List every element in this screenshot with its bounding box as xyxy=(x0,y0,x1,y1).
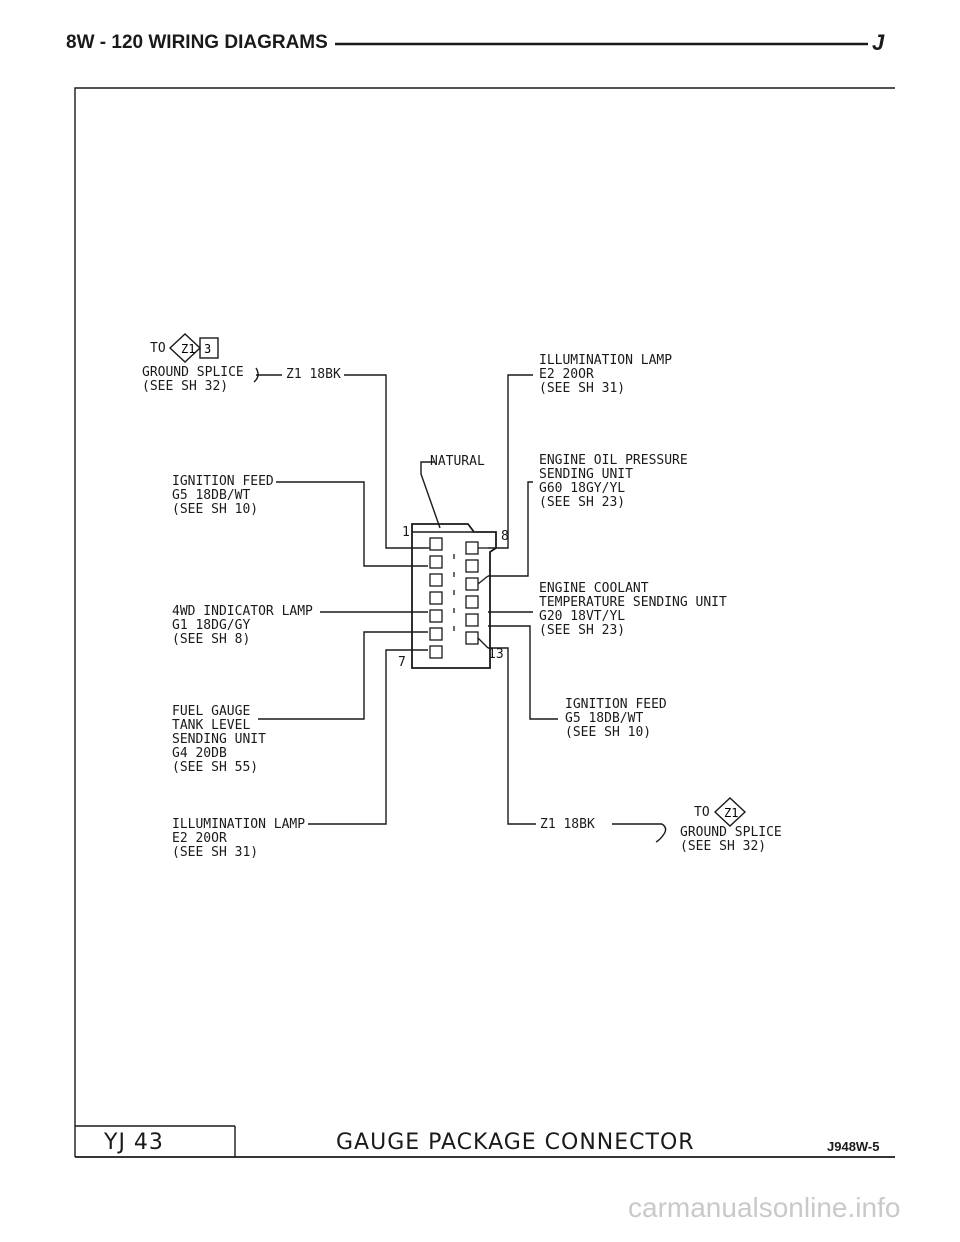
page-header-letter: J xyxy=(872,30,885,55)
oil-pressure-callout: ENGINE OIL PRESSURE SENDING UNIT G60 18G… xyxy=(539,453,688,510)
illumination-top-callout: ILLUMINATION LAMP E2 20OR (SEE SH 31) xyxy=(539,353,673,396)
ground-top-to: TO xyxy=(150,341,166,356)
ground-bottom-wire: Z1 18BK xyxy=(540,817,595,832)
footer-title: GAUGE PACKAGE CONNECTOR xyxy=(336,1130,695,1155)
ground-top-diamond-id: Z1 xyxy=(181,342,195,356)
watermark: carmanualsonline.info xyxy=(628,1192,901,1223)
illumination-bottom-callout: ILLUMINATION LAMP E2 20OR (SEE SH 31) xyxy=(172,817,306,860)
figure-code: J948W-5 xyxy=(827,1139,880,1154)
fourwd-callout: 4WD INDICATOR LAMP G1 18DG/GY (SEE SH 8) xyxy=(172,604,313,647)
ground-bottom-diamond-id: Z1 xyxy=(724,806,738,820)
fuel-gauge-callout: FUEL GAUGE TANK LEVEL SENDING UNIT G4 20… xyxy=(172,704,266,775)
page-header: 8W - 120 WIRING DIAGRAMS xyxy=(66,32,328,53)
connector-pin-8: 8 xyxy=(501,529,509,544)
coolant-callout: ENGINE COOLANT TEMPERATURE SENDING UNIT … xyxy=(539,581,727,638)
ignition-feed-right-callout: IGNITION FEED G5 18DB/WT (SEE SH 10) xyxy=(565,697,667,740)
footer-model: YJ 43 xyxy=(104,1130,164,1155)
connector-pin-7: 7 xyxy=(398,655,406,670)
ground-bottom-callout: GROUND SPLICE (SEE SH 32) xyxy=(680,825,782,854)
ground-top-wire: Z1 18BK xyxy=(286,367,341,382)
ignition-feed-left-callout: IGNITION FEED G5 18DB/WT (SEE SH 10) xyxy=(172,474,274,517)
connector-color-tag: NATURAL xyxy=(430,454,485,469)
connector-pin-13: 13 xyxy=(488,647,504,662)
ground-top-callout: GROUND SPLICE (SEE SH 32) xyxy=(142,365,244,394)
connector-pin-1: 1 xyxy=(402,525,410,540)
ground-top-sheet: 3 xyxy=(204,342,211,356)
ground-bottom-to: TO xyxy=(694,805,710,820)
